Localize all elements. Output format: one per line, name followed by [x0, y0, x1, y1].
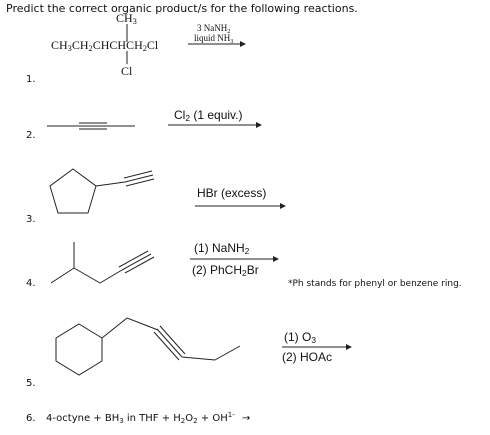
r6-arrow: → [241, 413, 251, 424]
r1-reagent-text: 3 NaNH [197, 23, 228, 33]
r5-triple-bond-2 [156, 328, 183, 358]
r4-arrowhead [273, 256, 279, 262]
r5-step1-text: (1) O [284, 330, 312, 344]
r4-phenyl-note: *Ph stands for phenyl or benzene ring. [288, 279, 462, 289]
r3-ring-to-alkyne-bond [95, 181, 126, 187]
r4-number: 4. [26, 278, 36, 289]
r1-number: 1. [26, 74, 36, 85]
r5-step1: (1) O3 [284, 330, 316, 344]
r2-number: 2. [26, 130, 36, 141]
r5-cyclohexane-ring [55, 323, 103, 376]
r1-ch3-label: CH3 [116, 11, 137, 26]
r4-ch2-to-alkyne-bond [99, 269, 123, 284]
question-title: Predict the correct organic product/s fo… [6, 2, 358, 15]
r5-ch2-bond [126, 317, 159, 331]
r5-step1-sub: 3 [311, 335, 317, 345]
r2-arrowhead [256, 122, 262, 128]
r1-chain-part: CHCHCH [92, 38, 143, 52]
r1-reagent-sub: 3 [230, 38, 234, 45]
r1-chain-sub: 2 [142, 44, 147, 53]
r4-ch2-bond [73, 267, 101, 284]
r2-reagent-sub: 2 [185, 113, 191, 123]
r1-chain-part: Cl [146, 38, 159, 52]
r3-triple-bond-3 [125, 178, 155, 187]
r6-sup: 1- [227, 411, 235, 419]
r3-number: 3. [26, 214, 36, 225]
r6-equation: 4-octyne + BH3 in THF + H2O2 + OH1- → [46, 411, 251, 425]
r4-step1-text: (1) NaNH [194, 241, 245, 255]
r6-number: 6. [26, 413, 36, 424]
r4-step1: (1) NaNH2 [194, 241, 249, 255]
r5-number: 5. [26, 378, 36, 389]
r3-arrowhead [280, 203, 286, 209]
r6-text: + OH [197, 413, 228, 424]
r4-left-bond [50, 267, 75, 284]
r1-chain-part: CH [51, 38, 68, 52]
r5-triple-bond-3 [153, 331, 180, 361]
r4-triple-bond-3 [124, 256, 155, 274]
r1-reagent-line2: liquid NH3 [194, 33, 234, 45]
r6-sub: 2 [180, 417, 186, 425]
r6-text: 4-octyne + BH [46, 413, 120, 424]
r1-main-chain: CH3CH2CHCHCH2Cl [51, 38, 158, 53]
r1-arrowhead [240, 41, 246, 47]
r1-reagent-sub: 2 [227, 28, 231, 35]
r1-reagent-text: liquid NH [194, 33, 231, 43]
r4-step2-text: Br [246, 263, 259, 277]
r5-arrowhead [346, 344, 352, 350]
r3-triple-bond-1 [123, 170, 153, 179]
r5-triple-bond-1 [159, 325, 186, 355]
r1-reagent-line1: 3 NaNH2 [197, 23, 231, 35]
r4-step1-sub: 2 [244, 246, 250, 256]
r2-reagent: Cl2 (1 equiv.) [174, 108, 242, 122]
r4-step2: (2) PhCH2Br [192, 263, 259, 277]
r6-sub: 3 [119, 417, 124, 425]
r2-reagent-rest: (1 equiv.) [190, 108, 243, 122]
r3-reagent: HBr (excess) [197, 186, 267, 200]
r1-chain-sub: 2 [88, 44, 93, 53]
r6-text: in THF + H [123, 413, 181, 424]
r6-text: O [185, 413, 194, 424]
r1-ch3-sub: 3 [132, 17, 137, 26]
r4-step2-text: (2) PhCH [192, 263, 243, 277]
r2-reagent-text: Cl [174, 108, 186, 122]
r4-step2-sub: 2 [242, 268, 247, 278]
r1-chain-part: CH [71, 38, 89, 52]
r4-triple-bond-2 [121, 253, 152, 271]
r3-cyclopentane-ring [49, 168, 97, 214]
r5-chain-bond-1 [181, 356, 216, 361]
r1-ch3-text: CH [116, 11, 133, 25]
r5-ring-bond [101, 317, 128, 339]
r6-sub: 2 [193, 417, 198, 425]
r3-triple-bond-2 [124, 174, 154, 183]
r4-triple-bond-1 [118, 250, 149, 268]
r1-cl-label: Cl [121, 64, 133, 78]
r5-chain-bond-2 [214, 345, 241, 361]
r1-chain-sub: 3 [67, 44, 72, 53]
r5-step2: (2) HOAc [282, 350, 333, 364]
